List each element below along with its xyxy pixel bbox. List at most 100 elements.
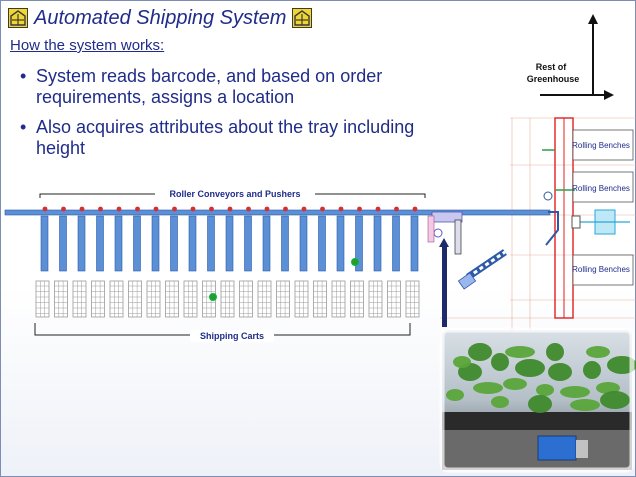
plant-leaf: [536, 384, 554, 396]
plant-leaf: [560, 386, 590, 398]
roller-conveyor-lane: [336, 215, 345, 272]
cart-frame: [405, 280, 420, 318]
pusher-icon: [227, 206, 233, 212]
shipping-carts: [35, 280, 420, 318]
roller-conveyor-lane: [355, 215, 363, 272]
rolling-bench-area: [542, 117, 634, 319]
bench-label: Rolling Benches: [572, 141, 630, 150]
roller-conveyor-lane: [318, 215, 326, 272]
plant-leaf: [503, 378, 527, 390]
pusher-icon: [116, 206, 122, 212]
plant-leaf: [546, 343, 564, 361]
shipping-cart: [368, 280, 383, 318]
pusher-icon: [283, 206, 288, 212]
plant-leaf: [491, 396, 509, 408]
cart-frame: [109, 280, 124, 318]
plant-leaf: [548, 363, 572, 381]
shipping-cart: [350, 280, 364, 318]
roller-conveyor-lane: [410, 215, 419, 272]
roller-conveyor-lane: [59, 215, 67, 272]
shipping-cart: [35, 280, 50, 318]
pusher-icon: [209, 206, 214, 212]
roller-conveyor-lane: [151, 215, 160, 272]
bench-label: Rolling Benches: [572, 184, 630, 193]
shipping-cart: [109, 280, 124, 318]
shipping-cart: [72, 280, 87, 318]
cart-frame: [128, 280, 142, 318]
roller-conveyor-lane: [262, 215, 271, 272]
pusher-icon: [190, 206, 196, 212]
title-row: Automated Shipping System: [8, 6, 313, 30]
pusher-icon: [338, 206, 344, 212]
pusher-icon: [79, 206, 85, 212]
plant-leaf: [586, 346, 610, 358]
shipping-cart: [183, 280, 198, 318]
pusher-icon: [42, 206, 48, 212]
plant-leaf: [446, 389, 464, 401]
cart-frame: [54, 280, 68, 318]
bullet-item: • System reads barcode, and based on ord…: [20, 66, 420, 108]
shipping-cart: [220, 280, 235, 318]
bullet-text: System reads barcode, and based on order…: [36, 66, 383, 107]
roller-conveyor-lane: [77, 215, 86, 272]
roller-conveyor-lane: [281, 215, 289, 272]
plant-leaf: [468, 343, 492, 361]
plant-leaf: [570, 399, 600, 411]
pusher-icon: [98, 206, 103, 212]
roller-conveyor-lane: [392, 215, 400, 272]
pusher-icon: [172, 206, 177, 212]
cart-frame: [257, 280, 272, 318]
plants-photo: [439, 327, 636, 473]
roller-conveyor-lane: [96, 215, 104, 272]
plant-leaf: [600, 391, 630, 409]
pusher-icon: [375, 206, 381, 212]
roller-conveyor-lane: [133, 215, 141, 272]
cart-frame: [239, 280, 253, 318]
roller-conveyor-lane: [225, 215, 234, 272]
greenhouse-logo-icon: [8, 8, 28, 28]
pusher-icon: [394, 206, 399, 212]
plant-leaf: [528, 395, 552, 413]
cart-frame: [165, 280, 179, 318]
pusher-icon: [412, 206, 418, 212]
shipping-cart: [239, 280, 253, 318]
cart-frame: [331, 280, 346, 318]
roller-conveyor-lane: [40, 215, 49, 272]
pusher-icon: [246, 206, 251, 212]
shipping-cart: [331, 280, 346, 318]
shipping-cart: [128, 280, 142, 318]
plant-leaf: [596, 382, 620, 394]
plant-leaf: [607, 356, 636, 374]
plant-leaf: [583, 361, 601, 379]
cart-frame: [146, 280, 161, 318]
cart-frame: [276, 280, 290, 318]
tray-marker-icon: [351, 258, 359, 266]
shipping-cart: [91, 280, 105, 318]
pusher-icon: [357, 206, 362, 212]
cart-frame: [91, 280, 105, 318]
shipping-cart: [294, 280, 309, 318]
pusher-icon: [153, 206, 159, 212]
roller-conveyor-lane: [244, 215, 252, 272]
rest-label-line1: Rest of: [536, 62, 568, 72]
plant-leaf: [453, 356, 471, 368]
roller-conveyor-lane: [299, 215, 308, 272]
roller-conveyor-lane: [373, 215, 382, 272]
bullet-dot-icon: •: [20, 117, 27, 137]
pusher-icon: [320, 206, 325, 212]
bullet-dot-icon: •: [20, 66, 27, 86]
cart-frame: [35, 280, 50, 318]
cart-frame: [368, 280, 383, 318]
greenhouse-logo-icon: [292, 8, 313, 28]
cart-frame: [294, 280, 309, 318]
bullet-list: • System reads barcode, and based on ord…: [20, 66, 420, 168]
plant-leaf: [505, 346, 535, 358]
cart-frame: [183, 280, 198, 318]
cart-frame: [313, 280, 327, 318]
shipping-cart: [165, 280, 179, 318]
roller-conveyor-lane: [207, 215, 215, 272]
shipping-cart: [405, 280, 420, 318]
tray-marker-icon: [209, 293, 217, 301]
bullet-item: • Also acquires attributes about the tra…: [20, 117, 420, 159]
